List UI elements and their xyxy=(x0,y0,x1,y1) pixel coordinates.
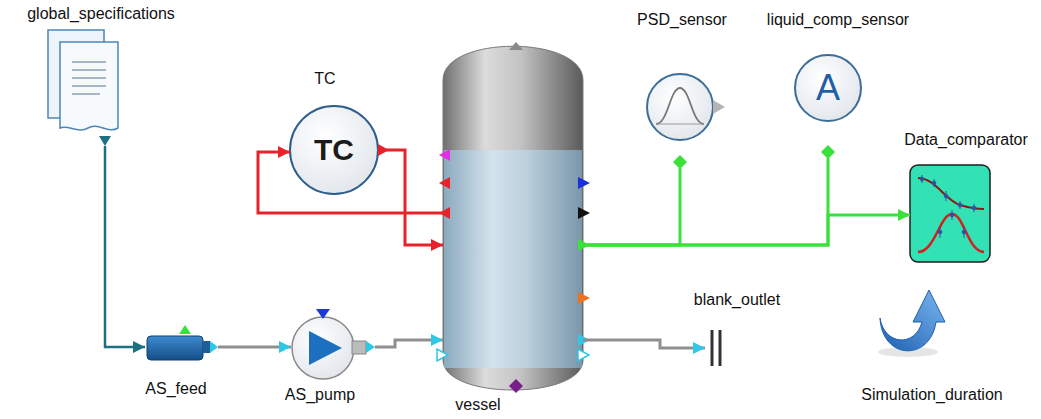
pipe-line xyxy=(375,340,443,347)
vessel-tank xyxy=(443,46,583,390)
signal-line xyxy=(105,146,145,347)
controller-circle: TCTC xyxy=(290,106,378,194)
node-label: AS_pump xyxy=(285,386,355,404)
node-label: global_specifications xyxy=(27,5,175,23)
node-label: Data_comparator xyxy=(904,131,1028,149)
controller-circle xyxy=(290,106,389,194)
node-label: vessel xyxy=(455,396,500,414)
psd-sensor xyxy=(713,100,725,114)
control-line xyxy=(378,150,443,245)
vessel-tank xyxy=(443,42,583,393)
pipe-line xyxy=(583,340,705,348)
vessel-port xyxy=(578,207,590,219)
spec-document xyxy=(60,42,118,130)
vessel-port xyxy=(578,349,589,361)
psd-sensor xyxy=(647,74,713,140)
vessel-port xyxy=(437,149,590,361)
outlet-block xyxy=(712,330,720,366)
composition-sensor xyxy=(795,55,861,121)
feed-block: AS_feed xyxy=(145,333,218,362)
composition-sensor: liquid_comp_sensorA xyxy=(795,55,861,158)
pipe-line xyxy=(218,346,291,349)
node-label: TC xyxy=(314,70,335,88)
duration-icon xyxy=(880,290,945,351)
psd-sensor xyxy=(673,155,687,169)
data-comparator xyxy=(964,226,965,238)
spec-document xyxy=(99,136,111,146)
pump-symbol xyxy=(316,309,330,319)
duration-icon xyxy=(878,290,945,357)
node-label: Simulation_duration xyxy=(861,386,1002,404)
data-comparator xyxy=(952,210,953,220)
vessel-port xyxy=(437,349,448,361)
outlet-block xyxy=(711,330,714,366)
pump-symbol: AS_pump xyxy=(291,316,375,380)
psd-sensor xyxy=(647,74,725,169)
spec-document xyxy=(72,93,100,95)
data-comparator xyxy=(910,165,990,262)
vessel-tank xyxy=(509,379,523,393)
data-comparator xyxy=(974,204,975,212)
vessel-tank xyxy=(444,150,582,368)
sensor-line xyxy=(583,215,910,245)
data-comparator xyxy=(918,214,984,252)
data-comparator xyxy=(920,175,976,238)
symbol-text: TC xyxy=(314,135,354,165)
spec-document xyxy=(72,69,106,71)
vessel-port xyxy=(439,177,450,189)
duration-icon: Simulation_duration xyxy=(878,285,950,357)
pump-symbol xyxy=(352,341,366,354)
data-comparator: Data_comparator xyxy=(910,165,990,262)
node-label: blank_outlet xyxy=(694,291,780,309)
data-comparator xyxy=(946,191,947,201)
symbol-text: A xyxy=(816,70,840,106)
psd-sensor: PSD_sensor xyxy=(647,74,713,168)
pump-symbol xyxy=(292,317,354,379)
data-comparator xyxy=(940,226,941,238)
psd-sensor xyxy=(656,124,704,125)
vessel-port xyxy=(578,177,590,189)
spec-document xyxy=(48,30,118,146)
data-comparator xyxy=(934,179,935,187)
composition-sensor xyxy=(821,145,835,159)
vessel-tank xyxy=(509,42,523,50)
sensor-line xyxy=(583,168,680,245)
node-label: PSD_sensor xyxy=(637,11,727,29)
node-label: liquid_comp_sensor xyxy=(767,11,909,29)
feed-block xyxy=(179,325,191,334)
composition-sensor xyxy=(795,55,861,159)
vessel-tank: vessel xyxy=(443,40,583,392)
data-comparator xyxy=(910,165,990,262)
vessel-port xyxy=(578,292,590,304)
pump-symbol xyxy=(366,341,375,353)
vessel-port xyxy=(439,149,450,161)
node-label: AS_feed xyxy=(145,380,206,398)
data-comparator xyxy=(960,201,961,209)
feed-block xyxy=(210,341,218,353)
sensor-line xyxy=(583,158,828,245)
spec-document xyxy=(72,61,106,63)
pump-symbol xyxy=(309,331,342,365)
spec-document: global_specifications xyxy=(48,30,118,146)
controller-circle xyxy=(290,106,378,194)
feed-block xyxy=(147,325,218,360)
feed-block xyxy=(203,341,210,353)
data-comparator xyxy=(922,175,923,183)
feed-block xyxy=(147,336,203,360)
pump-symbol xyxy=(292,309,375,379)
spec-document xyxy=(72,85,106,87)
psd-sensor xyxy=(656,88,704,124)
outlet-block: blank_outlet xyxy=(705,328,724,368)
outlet-block xyxy=(719,330,722,366)
spec-document xyxy=(72,77,106,79)
